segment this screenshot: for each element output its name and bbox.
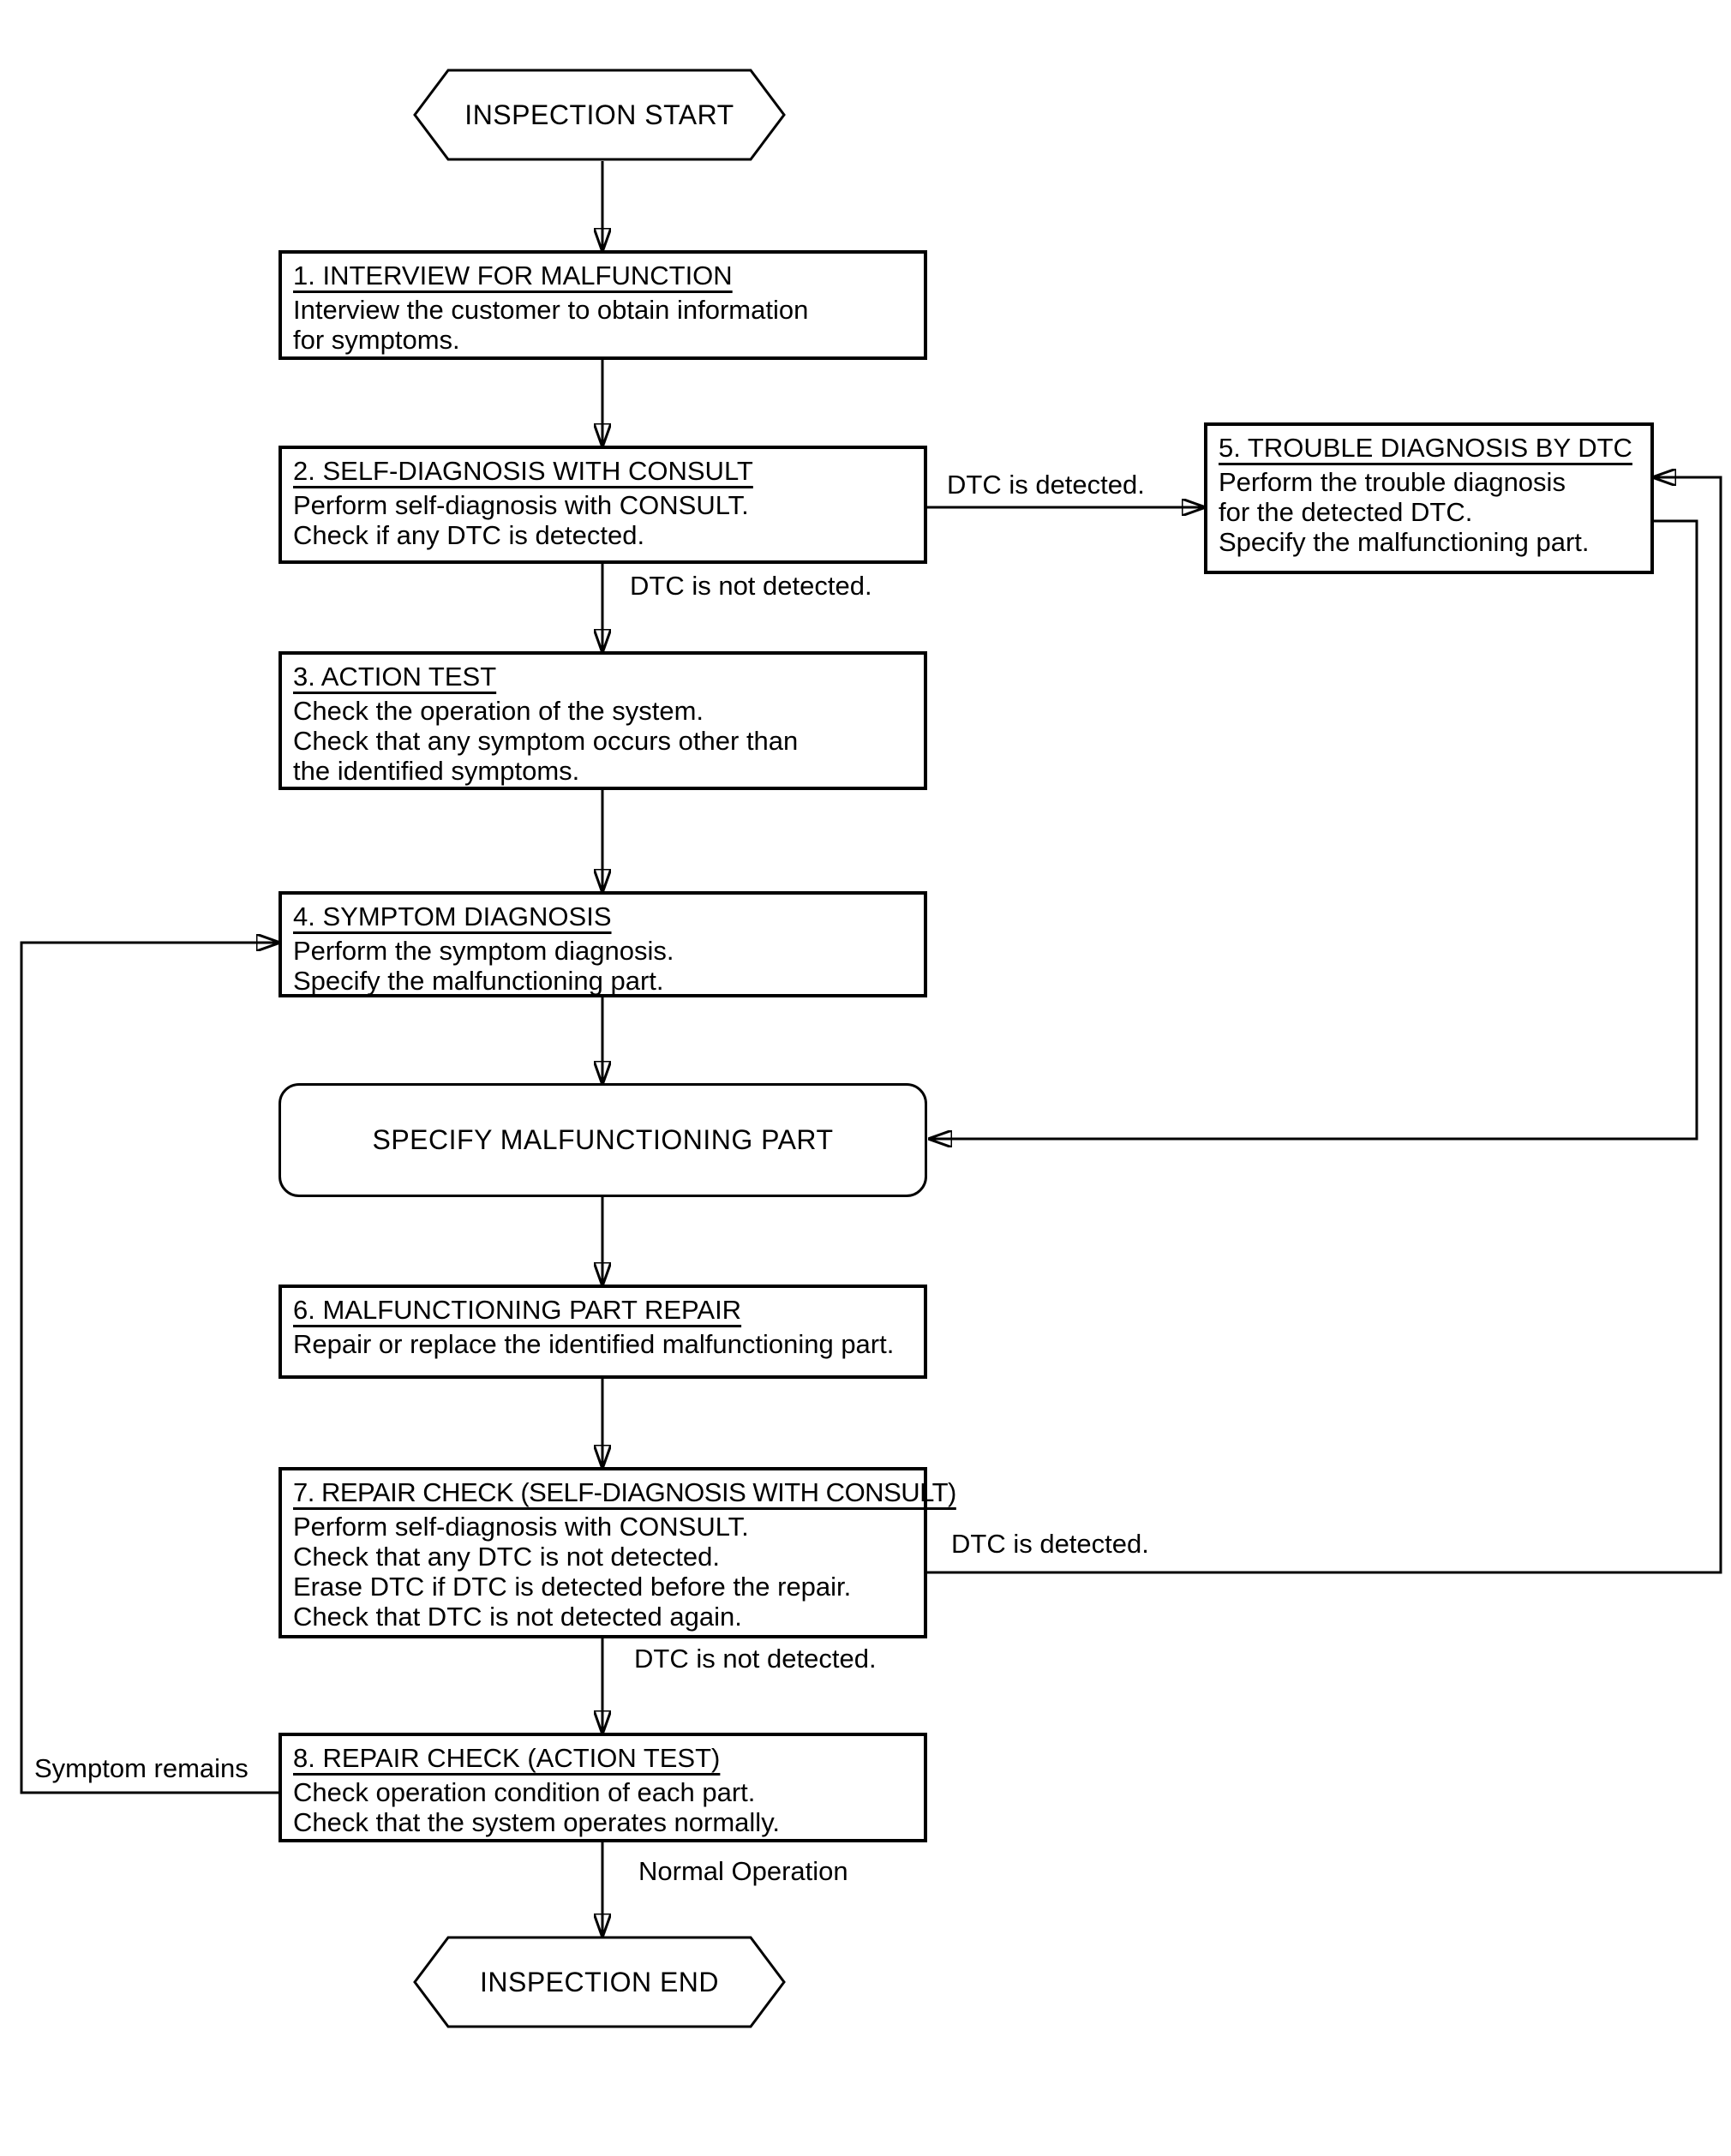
edge-label-dtc-not-detected-bottom: DTC is not detected. xyxy=(634,1644,877,1674)
step5-title: 5. TROUBLE DIAGNOSIS BY DTC xyxy=(1219,433,1632,463)
arrow-step5-to-specify xyxy=(930,519,1698,1139)
arrow-step7-to-step5 xyxy=(927,477,1722,1574)
step6-body: Repair or replace the identified malfunc… xyxy=(293,1329,895,1359)
step3-box: 3. ACTION TEST Check the operation of th… xyxy=(279,651,927,790)
step2-box: 2. SELF-DIAGNOSIS WITH CONSULT Perform s… xyxy=(279,446,927,564)
step7-body: Perform self-diagnosis with CONSULT. Che… xyxy=(293,1512,852,1632)
step1-box: 1. INTERVIEW FOR MALFUNCTION Interview t… xyxy=(279,250,927,360)
end-terminal: INSPECTION END xyxy=(413,1936,786,2028)
end-terminal-label: INSPECTION END xyxy=(479,1966,720,1997)
step8-body: Check operation condition of each part. … xyxy=(293,1777,781,1837)
start-terminal: INSPECTION START xyxy=(413,69,786,161)
edge-label-symptom-remains: Symptom remains xyxy=(34,1753,249,1784)
step2-title: 2. SELF-DIAGNOSIS WITH CONSULT xyxy=(293,456,753,486)
step2-body: Perform self-diagnosis with CONSULT. Che… xyxy=(293,490,749,550)
step7-title: 7. REPAIR CHECK (SELF-DIAGNOSIS WITH CON… xyxy=(293,1477,956,1507)
edge-label-dtc-detected-bottom: DTC is detected. xyxy=(951,1529,1149,1560)
specify-part-box: SPECIFY MALFUNCTIONING PART xyxy=(279,1083,927,1197)
step3-title: 3. ACTION TEST xyxy=(293,662,497,692)
edge-label-normal-operation: Normal Operation xyxy=(638,1856,848,1887)
step5-body: Perform the trouble diagnosis for the de… xyxy=(1219,467,1590,557)
specify-part-label: SPECIFY MALFUNCTIONING PART xyxy=(372,1124,834,1155)
step7-box: 7. REPAIR CHECK (SELF-DIAGNOSIS WITH CON… xyxy=(279,1467,956,1638)
step4-body: Perform the symptom diagnosis. Specify t… xyxy=(293,936,674,996)
step5-box: 5. TROUBLE DIAGNOSIS BY DTC Perform the … xyxy=(1204,422,1654,574)
step4-title: 4. SYMPTOM DIAGNOSIS xyxy=(293,901,612,931)
step1-title: 1. INTERVIEW FOR MALFUNCTION xyxy=(293,261,733,290)
step4-box: 4. SYMPTOM DIAGNOSIS Perform the symptom… xyxy=(279,891,927,997)
edge-label-dtc-detected-top: DTC is detected. xyxy=(947,470,1145,500)
start-terminal-label: INSPECTION START xyxy=(464,99,734,130)
hexagon-shape xyxy=(413,1936,786,2028)
step8-box: 8. REPAIR CHECK (ACTION TEST) Check oper… xyxy=(279,1733,927,1842)
edge-label-dtc-not-detected-top: DTC is not detected. xyxy=(630,571,872,602)
step8-title: 8. REPAIR CHECK (ACTION TEST) xyxy=(293,1743,721,1773)
step3-body: Check the operation of the system. Check… xyxy=(293,696,799,786)
step1-body: Interview the customer to obtain informa… xyxy=(293,295,809,355)
step6-title: 6. MALFUNCTIONING PART REPAIR xyxy=(293,1295,742,1325)
arrow-step8-to-step4 xyxy=(20,943,279,1794)
step6-box: 6. MALFUNCTIONING PART REPAIR Repair or … xyxy=(279,1285,927,1379)
hexagon-shape xyxy=(413,69,786,161)
